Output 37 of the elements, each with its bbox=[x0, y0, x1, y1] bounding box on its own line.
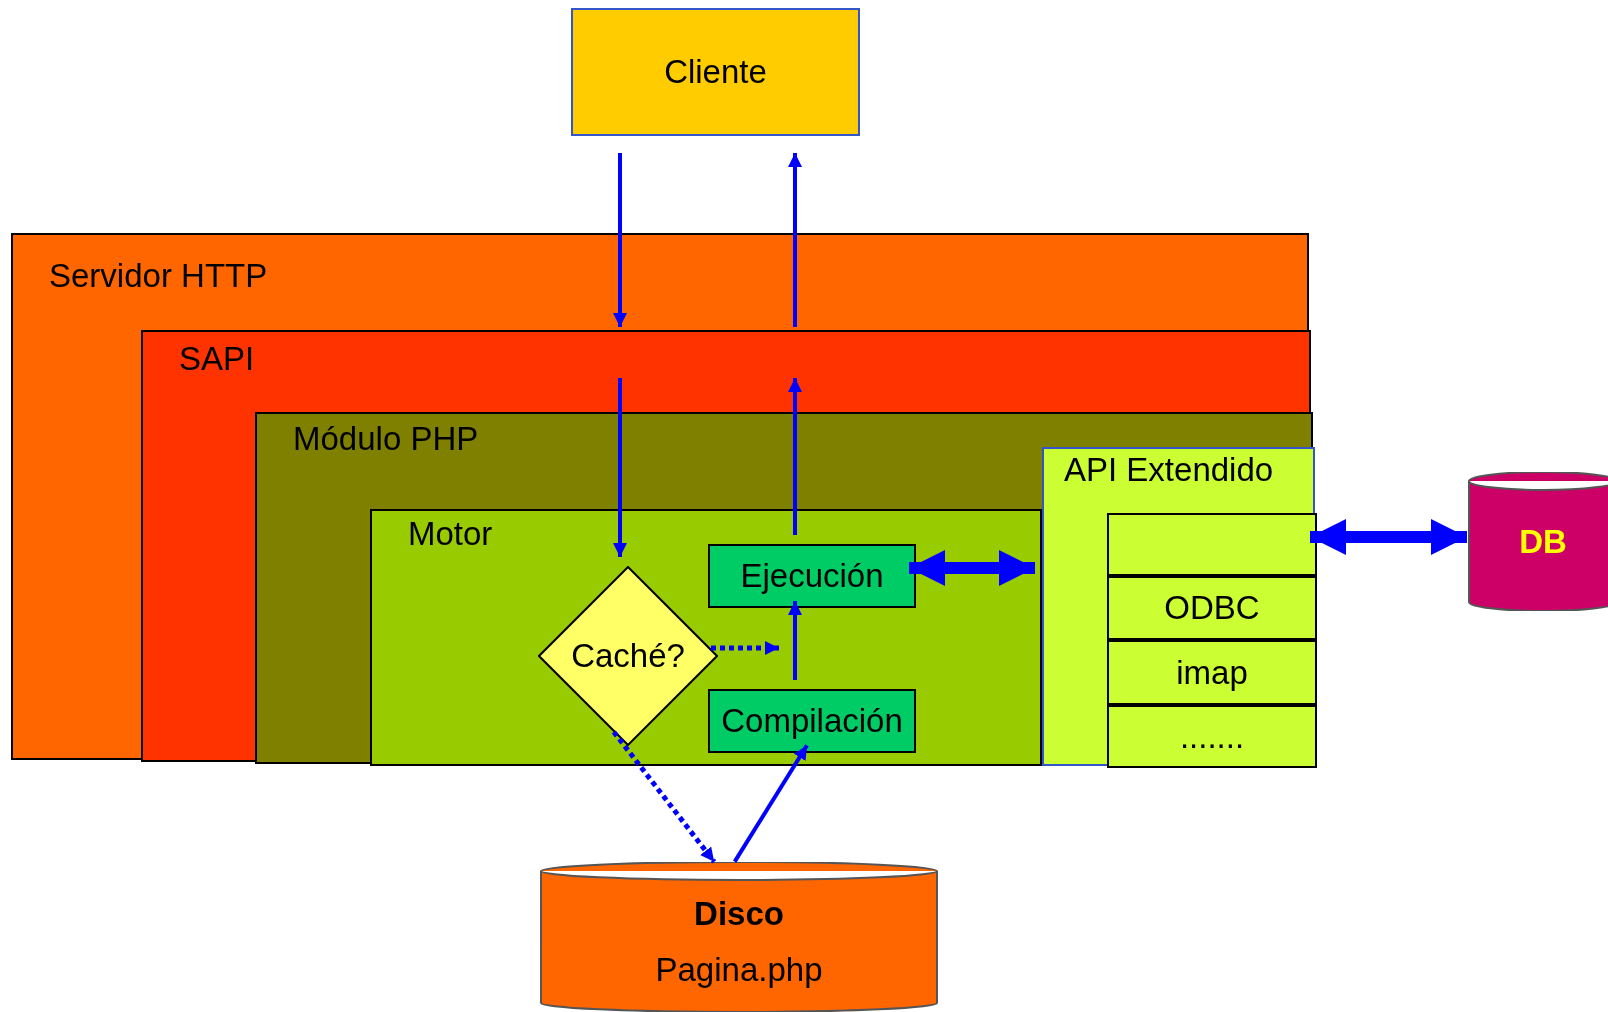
list-row bbox=[1107, 705, 1317, 768]
node-label: ODBC bbox=[1164, 589, 1260, 627]
arrow bbox=[613, 378, 627, 557]
panel-title: Módulo PHP bbox=[293, 420, 479, 458]
double-arrow bbox=[909, 550, 1035, 586]
node-label: Cliente bbox=[664, 53, 767, 91]
arrow bbox=[788, 601, 802, 680]
list-row bbox=[1107, 513, 1317, 576]
process-box bbox=[708, 689, 916, 753]
node-label: Caché? bbox=[571, 637, 685, 675]
decision-diamond bbox=[538, 566, 718, 746]
panel-title: Motor bbox=[408, 515, 493, 553]
process-box bbox=[708, 544, 916, 608]
node-label: Ejecución bbox=[740, 557, 884, 595]
panel-title: SAPI bbox=[179, 340, 255, 378]
panel-title: Servidor HTTP bbox=[49, 257, 268, 295]
node-label: imap bbox=[1176, 653, 1248, 692]
engine-panel bbox=[370, 509, 1042, 766]
arrow bbox=[788, 378, 802, 535]
arrow bbox=[788, 153, 802, 327]
disk-cylinder bbox=[540, 862, 938, 1012]
client-box bbox=[571, 8, 860, 136]
node-label: DB bbox=[1519, 522, 1567, 561]
double-arrow bbox=[1310, 519, 1467, 555]
dotted-arrow bbox=[711, 641, 779, 655]
list-row bbox=[1107, 640, 1317, 705]
node-label: ....... bbox=[1179, 717, 1245, 756]
database-cylinder bbox=[1468, 472, 1608, 611]
arrow bbox=[613, 153, 627, 327]
file-name: Pagina.php bbox=[655, 951, 823, 989]
panel-title: API Extendido bbox=[1064, 451, 1274, 489]
disk-title: Disco bbox=[694, 895, 784, 933]
list-row bbox=[1107, 576, 1317, 640]
dotted-arrow bbox=[611, 730, 717, 864]
api-panel bbox=[1042, 447, 1315, 766]
node-label: Compilación bbox=[721, 702, 903, 740]
arrow bbox=[733, 744, 809, 863]
